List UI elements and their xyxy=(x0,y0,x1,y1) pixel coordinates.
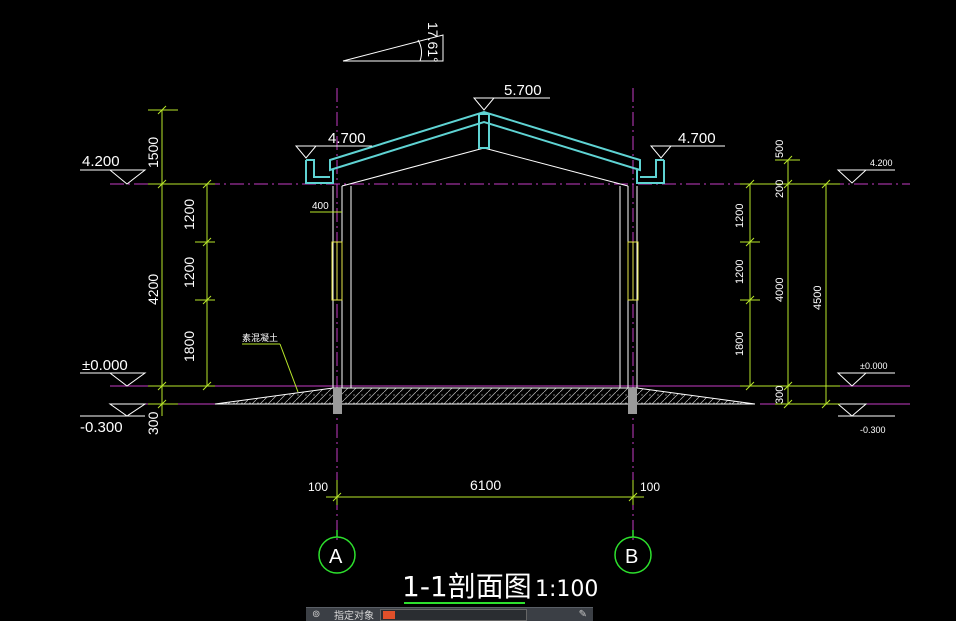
concrete-leader xyxy=(242,343,299,393)
left-dim-3: 1800 xyxy=(181,331,197,362)
axis-bubble-b xyxy=(614,530,652,574)
layer-dropdown[interactable] xyxy=(380,608,527,621)
pen-icon[interactable]: ✎ xyxy=(578,609,587,620)
status-label: 指定对象 xyxy=(334,611,374,621)
left-dim-base: 300 xyxy=(145,411,161,435)
ground xyxy=(214,387,756,414)
edge-left-label: 100 xyxy=(308,480,328,494)
elevation-minus-left: -0.300 xyxy=(80,419,123,436)
wall-thickness-label: 400 xyxy=(312,201,329,212)
concrete-note: 素混凝土 xyxy=(242,332,278,343)
span-label: 6100 xyxy=(470,477,501,493)
left-dimension-lines xyxy=(148,105,215,416)
elevation-4200-right: 4.200 xyxy=(870,158,893,168)
drawing-scale: 1:100 xyxy=(535,577,598,602)
walls xyxy=(332,186,638,389)
elevation-markers xyxy=(80,97,895,417)
right-dim-1: 1200 xyxy=(734,204,746,228)
elevation-zero-left: ±0.000 xyxy=(82,357,128,374)
eave-elevation-left: 4.700 xyxy=(328,130,366,147)
right-dim-3: 1800 xyxy=(734,332,746,356)
slope-label: 17.61° xyxy=(425,22,441,63)
elevation-zero-right: ±0.000 xyxy=(860,361,887,371)
slope-indicator xyxy=(342,34,444,62)
axis-bubble-a xyxy=(318,530,356,574)
elevation-minus-right: -0.300 xyxy=(860,425,886,435)
left-dim-2: 1200 xyxy=(181,257,197,288)
elevation-4200-left: 4.200 xyxy=(82,153,120,170)
roof xyxy=(305,110,665,187)
left-dim-total: 4200 xyxy=(145,274,161,305)
axis-b-label: B xyxy=(625,546,638,568)
right-dimension-lines xyxy=(740,155,840,409)
drawing-title: 1-1剖面图 xyxy=(402,570,532,603)
right-dim-2: 1200 xyxy=(734,260,746,284)
left-dim-top: 1500 xyxy=(145,137,161,168)
right-dim-0: 200 xyxy=(774,180,786,198)
layers-icon[interactable]: ⊚ xyxy=(312,608,321,620)
right-dim-base: 300 xyxy=(774,386,786,404)
ridge-elevation: 5.700 xyxy=(504,82,542,99)
windows xyxy=(331,241,639,301)
right-dim-top: 500 xyxy=(774,140,786,158)
status-bar: ⊚ 指定对象 ✎ xyxy=(306,607,593,621)
axis-lines xyxy=(110,88,910,540)
edge-right-label: 100 xyxy=(640,480,660,494)
axis-a-label: A xyxy=(329,546,343,568)
eave-elevation-right: 4.700 xyxy=(678,130,716,147)
span-dimension xyxy=(326,480,644,505)
right-dim-mid-total: 4000 xyxy=(774,278,786,302)
left-dim-1: 1200 xyxy=(181,199,197,230)
right-dim-total: 4500 xyxy=(812,286,824,310)
layer-color-swatch xyxy=(383,610,395,619)
